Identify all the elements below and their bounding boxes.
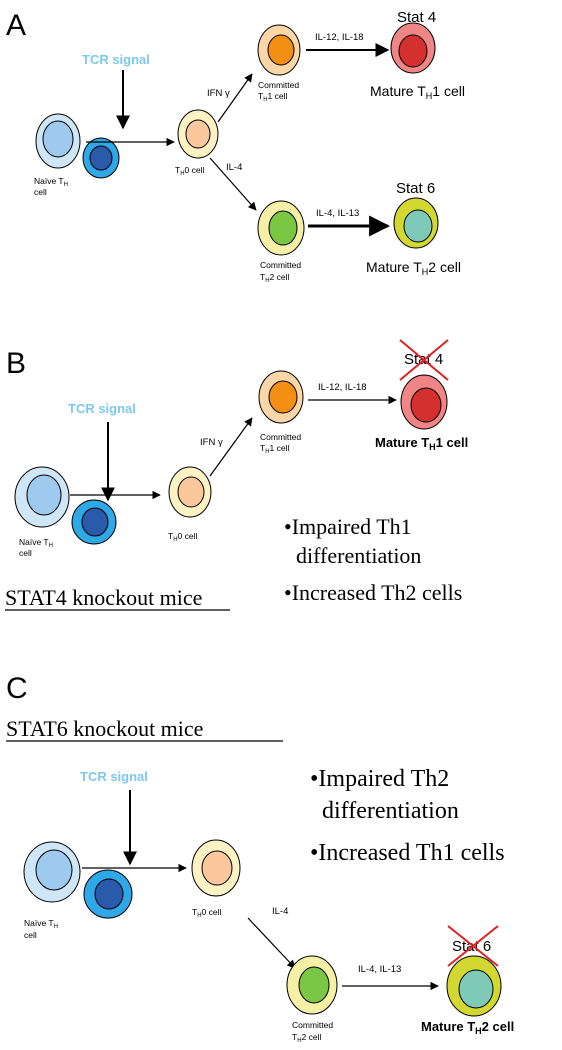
panel-a-arrow-th0-th1 [217, 73, 253, 123]
panel-c-knockout-title: STAT6 knockout mice [6, 716, 203, 741]
panel-c-letter: C [6, 672, 28, 705]
panel-a-activated-cell [82, 137, 120, 179]
panel-b-committed-th1-label: Committed [260, 432, 301, 442]
panel-a-arrow-th0-th2 [209, 157, 257, 211]
panel-c-mature-th2-label: Mature TH2 cell [421, 1019, 514, 1036]
panel-b-th0-label: TH0 cell [168, 531, 198, 543]
panel-a-cytokine1: IL-12, IL-18 [315, 32, 364, 43]
panel-c-activated-cell [83, 869, 133, 919]
panel-b-knockout-title: STAT4 knockout mice [5, 585, 202, 610]
panel-b-naive-cell [14, 466, 70, 528]
panel-a-committed-th1-label2: TH1 cell [258, 91, 288, 103]
panel-b: B TCR signal Naïve TH cell TH0 cell IFN … [5, 339, 468, 611]
panel-b-stat4-cross [399, 339, 449, 381]
panel-c-cytokine2: IL-4, IL-13 [358, 964, 401, 975]
panel-b-tcr-label: TCR signal [68, 401, 136, 416]
panel-c-bullet1-line1: •Impaired Th2 [310, 766, 449, 792]
panel-a-committed-th1-cell [257, 24, 301, 76]
panel-a: A TCR signal Naïve TH cell TH0 cell IFN … [6, 9, 465, 284]
panel-c-committed-th2-label: Committed [292, 1020, 333, 1030]
panel-c-bullet1-line2: differentiation [322, 798, 459, 824]
panel-a-tcr-label: TCR signal [82, 52, 150, 67]
panel-b-mature-th1-cell [400, 374, 448, 430]
panel-a-naive-label: Naïve TH [34, 176, 68, 188]
panel-b-th0-cell [168, 466, 212, 518]
panel-c-stat6-cross [447, 925, 499, 967]
panel-c-arrow-th0-th2 [247, 917, 296, 969]
panel-b-activated-cell [71, 499, 117, 545]
panel-c: C STAT6 knockout mice TCR signal Naïve T… [6, 672, 514, 1044]
panel-a-il4-label: IL-4 [226, 162, 242, 173]
panel-c-naive-label: Naïve TH [24, 918, 58, 930]
panel-a-letter: A [6, 9, 26, 42]
panel-c-th0-cell [191, 839, 241, 897]
panel-a-stat6-label: Stat 6 [396, 180, 435, 197]
panel-b-ifn-label: IFN γ [200, 437, 223, 448]
panel-c-mature-th2-cell [446, 955, 502, 1017]
panel-a-naive-cell [35, 113, 81, 169]
panel-c-th0-label: TH0 cell [192, 907, 222, 919]
panel-b-mature-th1-label: Mature TH1 cell [375, 435, 468, 452]
panel-b-committed-th1-label2: TH1 cell [260, 443, 290, 455]
panel-a-committed-th2-label2: TH2 cell [260, 272, 290, 284]
panel-c-committed-th2-cell [286, 955, 338, 1015]
panel-c-naive-cell [23, 841, 81, 903]
panel-a-cytokine2: IL-4, IL-13 [316, 208, 359, 219]
panel-b-bullet1-line1: •Impaired Th1 [284, 514, 412, 539]
panel-a-th0-cell [177, 109, 219, 159]
panel-b-naive-label: Naïve TH [19, 537, 53, 549]
panel-b-arrow-th0-th1 [209, 417, 253, 477]
panel-a-ifn-label: IFN γ [207, 88, 230, 99]
panel-c-bullet2: •Increased Th1 cells [310, 840, 505, 866]
panel-b-letter: B [6, 347, 26, 380]
panel-a-committed-th1-label: Committed [258, 80, 299, 90]
panel-a-mature-th2-cell [393, 197, 439, 249]
panel-b-bullet1-line2: differentiation [296, 543, 421, 568]
panel-c-committed-th2-label2: TH2 cell [292, 1032, 322, 1044]
panel-c-naive-cell-label: cell [24, 930, 37, 940]
panel-a-naive-cell-label: cell [34, 187, 47, 197]
panel-a-committed-th2-label: Committed [260, 260, 301, 270]
panel-a-mature-th1-label: Mature TH1 cell [370, 83, 465, 101]
panel-b-committed-th1-cell [258, 370, 304, 424]
panel-b-bullet2: •Increased Th2 cells [284, 580, 462, 605]
panel-a-th0-label: TH0 cell [175, 165, 205, 177]
panel-a-mature-th2-label: Mature TH2 cell [366, 259, 461, 277]
panel-c-il4-label: IL-4 [272, 906, 288, 917]
panel-c-tcr-label: TCR signal [80, 769, 148, 784]
panel-b-cytokine1: IL-12, IL-18 [318, 382, 367, 393]
panel-a-committed-th2-cell [257, 200, 305, 256]
panel-b-naive-cell-label: cell [19, 548, 32, 558]
panel-a-mature-th1-cell [390, 22, 436, 74]
panel-a-stat4-label: Stat 4 [397, 9, 436, 26]
